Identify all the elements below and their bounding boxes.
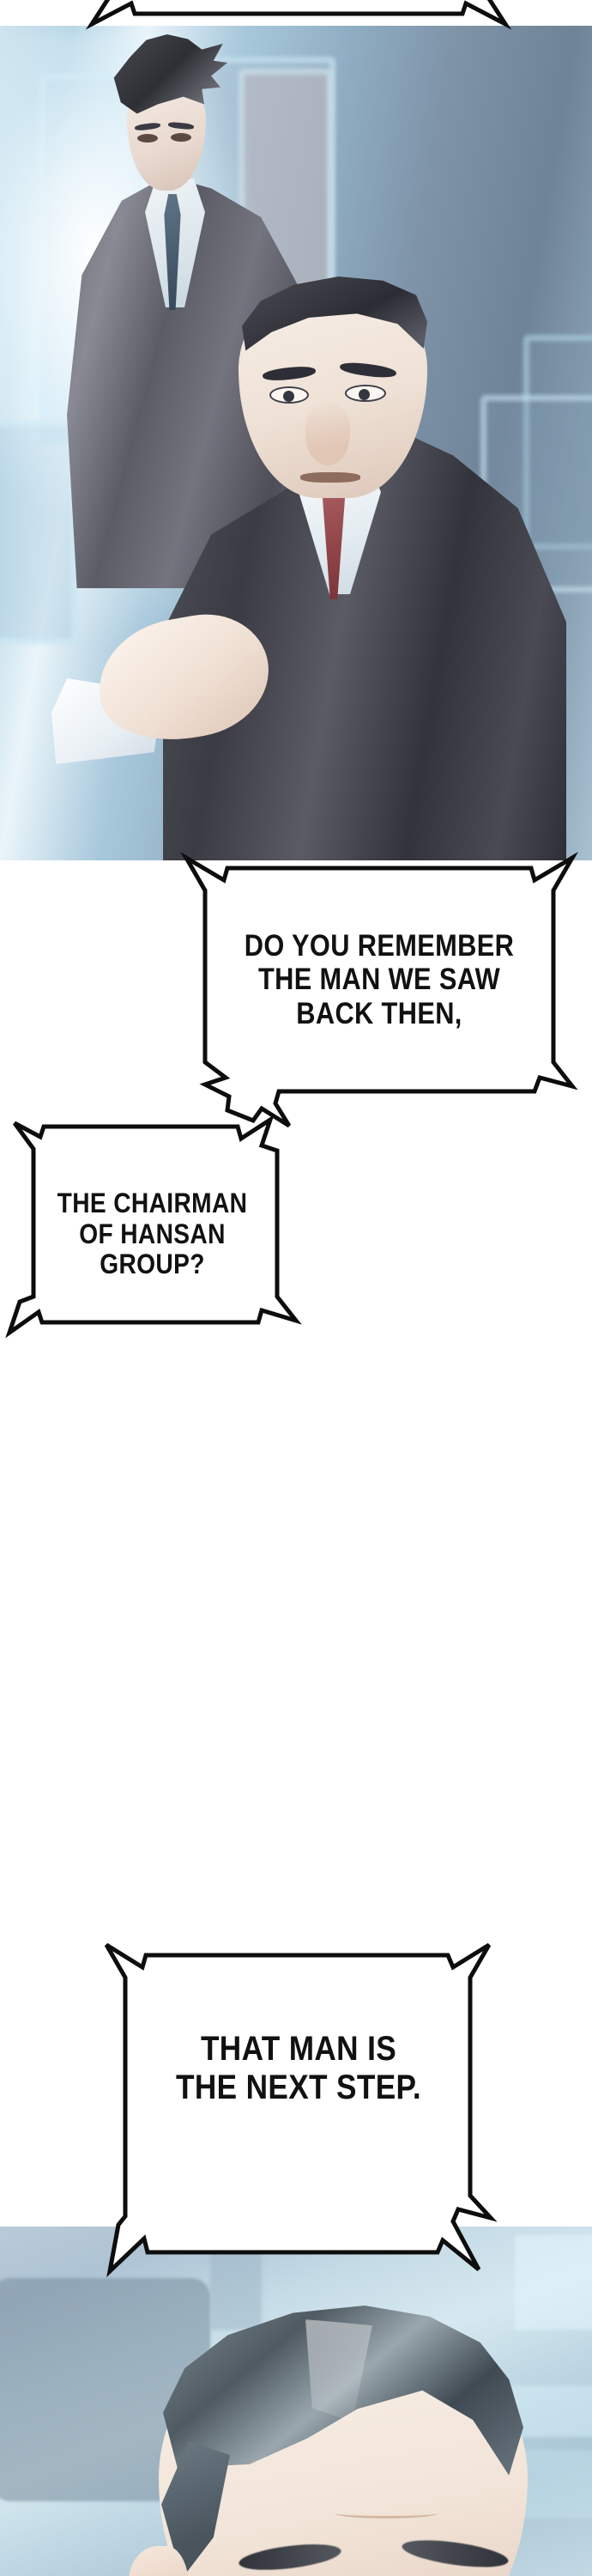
- bubble-text-line: THE MAN WE SAW: [257, 963, 501, 997]
- bubble-text: DO YOU REMEMBER THE MAN WE SAW BACK THEN…: [203, 853, 555, 1136]
- seated-man-pupil-right: [359, 389, 370, 400]
- bubble-text-line: THE NEXT STEP.: [176, 2069, 421, 2106]
- comic-panel-chairman-closeup: [0, 2227, 592, 2576]
- seated-man-mouth: [300, 472, 360, 483]
- standing-man-eye-left: [137, 134, 158, 143]
- bubble-text-line: THAT MAN IS: [200, 2030, 397, 2069]
- seated-man-pupil-left: [283, 391, 294, 402]
- seated-man-nose: [305, 404, 350, 465]
- background-window-frame: [523, 335, 592, 550]
- speech-bubble-do-you-remember: DO YOU REMEMBER THE MAN WE SAW BACK THEN…: [179, 851, 579, 1136]
- bubble-text: THE CHAIRMAN OF HANSAN GROUP?: [22, 1116, 283, 1352]
- speech-bubble-chairman-of-hansan-group: THE CHAIRMAN OF HANSAN GROUP?: [4, 1115, 302, 1352]
- bubble-text-line: OF HANSAN: [79, 1218, 226, 1249]
- speech-bubble-that-man-is-the-next-step: THAT MAN IS THE NEXT STEP.: [101, 1941, 498, 2278]
- bubble-outline: [85, 0, 512, 30]
- bubble-outline: [104, 1942, 498, 2278]
- background-light-shape: [515, 2235, 592, 2330]
- bubble-text-line: THE CHAIRMAN: [57, 1187, 248, 1218]
- speech-bubble-cutoff-top: [85, 0, 512, 30]
- bubble-text: THAT MAN IS THE NEXT STEP.: [125, 1941, 473, 2278]
- standing-man-tie: [164, 194, 181, 310]
- chairman-forehead-wrinkle: [335, 2508, 438, 2518]
- bubble-outline: [5, 1115, 302, 1339]
- bubble-text-line: DO YOU REMEMBER: [244, 929, 515, 963]
- bubble-text-line: GROUP?: [100, 1249, 205, 1280]
- bubble-outline: [180, 851, 578, 1128]
- comic-panel-office-interior: [0, 26, 592, 860]
- standing-man-eye-right: [171, 133, 191, 142]
- bubble-text-line: BACK THEN,: [296, 996, 462, 1030]
